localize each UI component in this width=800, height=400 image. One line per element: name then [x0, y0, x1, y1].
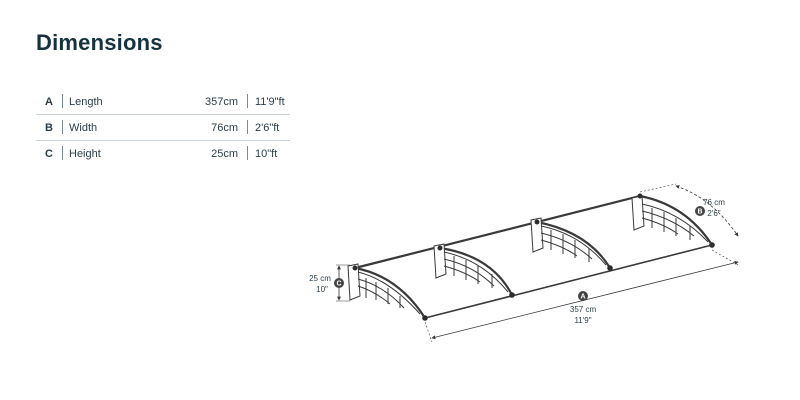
divider: [62, 94, 63, 108]
width-imperial-label: 2'6": [707, 209, 720, 218]
divider: [247, 120, 248, 134]
divider: [62, 120, 63, 134]
length-imperial-label: 11'9": [574, 316, 591, 325]
dimension-line-height: C 25 cm 10": [309, 264, 350, 302]
dimension-row-length: A Length 357cm 11'9"ft: [36, 89, 290, 115]
badge-c-label: C: [336, 281, 341, 288]
divider: [247, 94, 248, 108]
height-metric-label: 25 cm: [309, 274, 331, 283]
width-metric-label: 76 cm: [703, 198, 725, 207]
dimension-key: B: [45, 122, 53, 134]
dimension-imperial: 10"ft: [255, 148, 278, 160]
dimension-key: C: [45, 148, 53, 160]
dimension-metric: 357cm: [204, 96, 238, 108]
page-title: Dimensions: [36, 30, 163, 55]
bracket-2: [433, 243, 509, 293]
height-imperial-label: 10": [316, 285, 328, 294]
left-side-edge: [354, 266, 426, 319]
dimension-key: A: [45, 96, 53, 108]
dimensions-table: A Length 357cm 11'9"ft B Width 76cm 2'6"…: [36, 89, 290, 166]
dimension-row-width: B Width 76cm 2'6"ft: [36, 115, 290, 141]
wall-rail: [354, 194, 641, 270]
badge-b: [695, 206, 705, 216]
dimension-imperial: 11'9"ft: [255, 96, 285, 108]
dimension-name: Height: [69, 148, 101, 160]
badge-a: [578, 291, 588, 301]
dimension-name: Width: [69, 122, 98, 134]
dimension-imperial: 2'6"ft: [255, 122, 280, 134]
canopy-frame: [354, 194, 713, 319]
dimension-line-length: A 357 cm 11'9": [424, 249, 741, 343]
bracket-3: [530, 217, 607, 266]
dimension-metric: 25cm: [211, 148, 238, 160]
bracket-1: [347, 263, 421, 315]
dimension-line-width: B 76 cm 2'6": [639, 183, 739, 237]
joint-dots: [352, 193, 715, 321]
badge-a-label: A: [580, 294, 585, 301]
dimension-name: Length: [69, 96, 103, 108]
divider: [247, 146, 248, 160]
length-metric-label: 357 cm: [570, 305, 597, 314]
dimension-row-height: C Height 25cm 10"ft: [36, 141, 290, 166]
badge-b-label: B: [697, 209, 702, 216]
bracket-4: [631, 195, 709, 243]
dimension-metric: 76cm: [211, 122, 238, 134]
divider: [62, 146, 63, 160]
badge-c: [334, 278, 344, 288]
